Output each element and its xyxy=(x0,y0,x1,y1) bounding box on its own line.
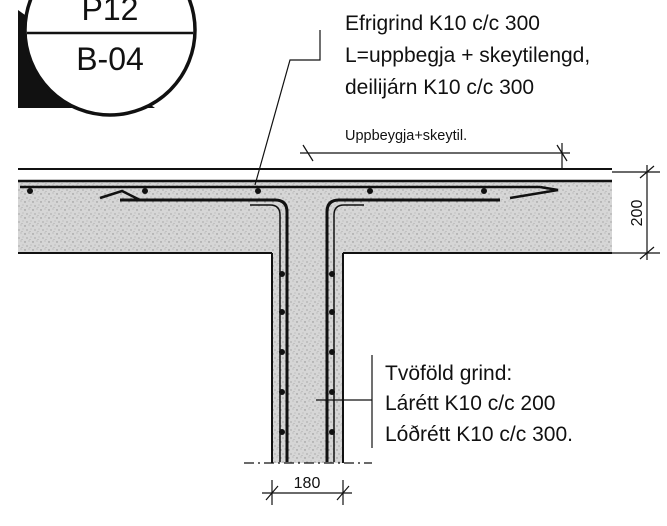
slab-thickness-dimension: 200 xyxy=(612,165,660,260)
lap-dimension: Uppbeygja+skeytil. xyxy=(300,128,570,169)
top-bar-note-line-3: deilijárn K10 c/c 300 xyxy=(345,76,534,99)
wall-bar-annotation: Tvöföld grind: Lárétt K10 c/c 200 Lóðrét… xyxy=(316,355,573,448)
wall-bar-right-inner xyxy=(333,204,364,462)
badge-top-label: P12 xyxy=(82,0,139,27)
top-bar-note-line-1: Efrigrind K10 c/c 300 xyxy=(345,12,540,35)
lap-label: Uppbeygja+skeytil. xyxy=(345,128,467,144)
rebar-dot xyxy=(279,349,285,355)
rebar-dot xyxy=(279,271,285,277)
rebar-dot xyxy=(367,188,373,194)
rebar-dot xyxy=(481,188,487,194)
top-rebar-hook-right xyxy=(509,185,559,200)
wall-dim-tick-right xyxy=(336,485,350,501)
wall-bar-right xyxy=(325,198,500,462)
slab-concrete xyxy=(18,181,612,253)
slab xyxy=(18,168,612,254)
rebar-dot xyxy=(27,188,33,194)
wall-bar-left xyxy=(120,198,289,462)
rebar-dot xyxy=(142,188,148,194)
wall-thickness-dimension: 180 xyxy=(262,475,352,505)
top-bar-annotation: Efrigrind K10 c/c 300 L=uppbegja + skeyt… xyxy=(254,12,590,186)
top-rebar xyxy=(20,185,559,202)
rebar-dot xyxy=(329,349,335,355)
wall-rebar xyxy=(120,198,500,462)
top-rebar-hook-left xyxy=(99,189,141,202)
rebar-dot xyxy=(255,188,261,194)
slab-dim-tick-top xyxy=(639,165,655,179)
wall-bar-note-line-2: Lárétt K10 c/c 200 xyxy=(385,392,555,415)
wall-thickness-label: 180 xyxy=(294,475,321,492)
rebar-dot xyxy=(329,309,335,315)
rebar-dot xyxy=(329,389,335,395)
wall-bar-left-inner xyxy=(250,204,281,462)
top-bar-note-line-2: L=uppbegja + skeytilengd, xyxy=(345,44,590,67)
rebar-dot xyxy=(279,429,285,435)
rebar-dots xyxy=(27,188,487,435)
badge-circle xyxy=(23,0,197,117)
rebar-dot xyxy=(279,389,285,395)
top-bar-leader xyxy=(254,30,321,186)
rebar-dot xyxy=(329,271,335,277)
wall-concrete xyxy=(272,253,343,463)
wall xyxy=(244,253,372,464)
slab-dim-tick-bottom xyxy=(639,246,655,260)
badge-bottom-label: B-04 xyxy=(76,41,144,77)
rebar-dot xyxy=(279,309,285,315)
lap-dim-tick-left xyxy=(302,144,314,162)
wall-bar-note-line-1: Tvöföld grind: xyxy=(385,362,512,385)
slab-thickness-label: 200 xyxy=(629,200,646,227)
rebar-dot xyxy=(329,429,335,435)
detail-badge: P12 B-04 xyxy=(18,0,197,117)
wall-dim-tick-left xyxy=(265,485,279,501)
wall-bar-note-line-3: Lóðrétt K10 c/c 300. xyxy=(385,423,573,446)
